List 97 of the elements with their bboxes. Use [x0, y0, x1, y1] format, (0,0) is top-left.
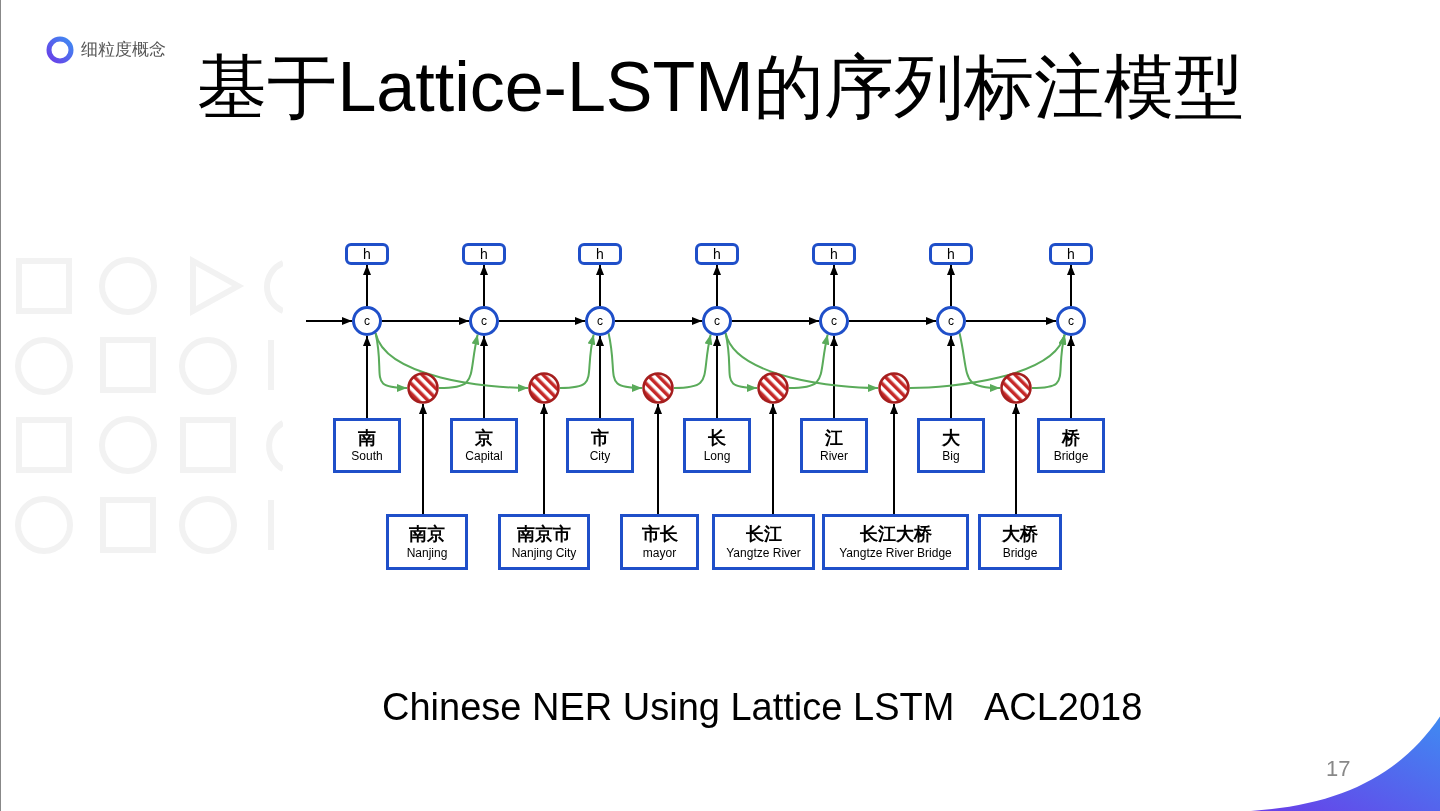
arrow	[498, 317, 586, 325]
lattice-cell-circle	[757, 372, 789, 404]
character-box	[800, 418, 868, 473]
hidden-state-box	[345, 243, 389, 265]
arrow	[947, 264, 955, 307]
chinese-word: 市长	[641, 523, 678, 546]
character-box	[450, 418, 518, 473]
arrow	[830, 335, 838, 419]
character-box	[1037, 418, 1105, 473]
chinese-word: 长江大桥	[859, 523, 932, 546]
english-gloss: South	[351, 449, 383, 465]
arrow	[713, 264, 721, 307]
hidden-state-label: h	[1067, 247, 1075, 261]
word-box	[712, 514, 815, 570]
arrow	[305, 317, 353, 325]
hidden-state-label: h	[830, 247, 838, 261]
lattice-cell-circle	[1000, 372, 1032, 404]
hidden-state-box	[812, 243, 856, 265]
chinese-word: 长江	[745, 523, 782, 546]
hidden-state-label: h	[713, 247, 721, 261]
word-box	[822, 514, 969, 570]
hidden-state-box	[929, 243, 973, 265]
arrow	[381, 317, 470, 325]
english-gloss: Big	[942, 449, 960, 465]
chinese-character: 桥	[1062, 426, 1080, 450]
english-gloss: Nanjing	[406, 545, 448, 561]
chinese-character: 市	[591, 426, 609, 450]
arrow	[890, 403, 898, 515]
arrow	[363, 264, 371, 307]
arrow	[654, 403, 662, 515]
character-box	[683, 418, 751, 473]
character-box	[917, 418, 985, 473]
character-box	[566, 418, 634, 473]
hidden-state-box	[695, 243, 739, 265]
chinese-character: 京	[475, 426, 493, 450]
english-gloss: Bridge	[1053, 449, 1089, 465]
lattice-cell-circle	[642, 372, 674, 404]
section-label: 细粒度概念	[81, 39, 166, 61]
hidden-state-box	[578, 243, 622, 265]
english-gloss: Yangtze River	[726, 545, 801, 561]
cell-label: c	[597, 315, 603, 327]
arrow	[769, 403, 777, 515]
word-box	[978, 514, 1062, 570]
cell-label: c	[948, 315, 954, 327]
english-gloss: Bridge	[1002, 545, 1038, 561]
cell-label: c	[831, 315, 837, 327]
english-gloss: Yangtze River Bridge	[839, 545, 952, 561]
chinese-character: 大	[942, 426, 960, 450]
arrow	[947, 335, 955, 419]
arrow	[965, 317, 1057, 325]
arrow	[1067, 264, 1075, 307]
cell-label: c	[481, 315, 487, 327]
english-gloss: River	[820, 449, 848, 465]
arrow	[480, 335, 488, 419]
word-box	[620, 514, 699, 570]
cell-label: c	[1068, 315, 1074, 327]
chinese-word: 南京	[409, 523, 445, 546]
lattice-cell-circle	[878, 372, 910, 404]
arrow	[480, 264, 488, 307]
page-number: 17	[1326, 758, 1351, 780]
hidden-state-box	[462, 243, 506, 265]
hidden-state-label: h	[363, 247, 371, 261]
word-box	[386, 514, 468, 570]
chinese-character: 江	[825, 426, 843, 450]
cell-label: c	[364, 315, 370, 327]
lattice-cell-circle	[528, 372, 560, 404]
arrow	[848, 317, 937, 325]
lattice-cell-circle	[407, 372, 439, 404]
arrow	[419, 403, 427, 515]
english-gloss: Nanjing City	[511, 545, 577, 561]
hidden-state-label: h	[947, 247, 955, 261]
arrow	[363, 335, 371, 419]
chinese-word: 南京市	[517, 523, 571, 546]
arrow	[830, 264, 838, 307]
arrow	[1012, 403, 1020, 515]
chinese-word: 大桥	[1002, 523, 1038, 546]
word-box	[498, 514, 590, 570]
arrow	[540, 403, 548, 515]
hidden-state-label: h	[596, 247, 604, 261]
hidden-state-label: h	[480, 247, 488, 261]
arrow	[596, 335, 604, 419]
character-box	[333, 418, 401, 473]
english-gloss: mayor	[642, 545, 677, 561]
arrow	[596, 264, 604, 307]
arrow	[713, 335, 721, 419]
chinese-character: 长	[708, 426, 726, 450]
caption: Chinese NER Using Lattice LSTM ACL2018	[382, 688, 1143, 726]
hidden-state-box	[1049, 243, 1093, 265]
cell-label: c	[714, 315, 720, 327]
arrow	[1067, 335, 1075, 419]
english-gloss: City	[589, 449, 611, 465]
arrow	[614, 317, 703, 325]
english-gloss: Capital	[465, 449, 503, 465]
slide-title: 基于Lattice-LSTM的序列标注模型	[196, 52, 1245, 122]
english-gloss: Long	[703, 449, 731, 465]
arrow	[731, 317, 820, 325]
chinese-character: 南	[358, 426, 376, 450]
